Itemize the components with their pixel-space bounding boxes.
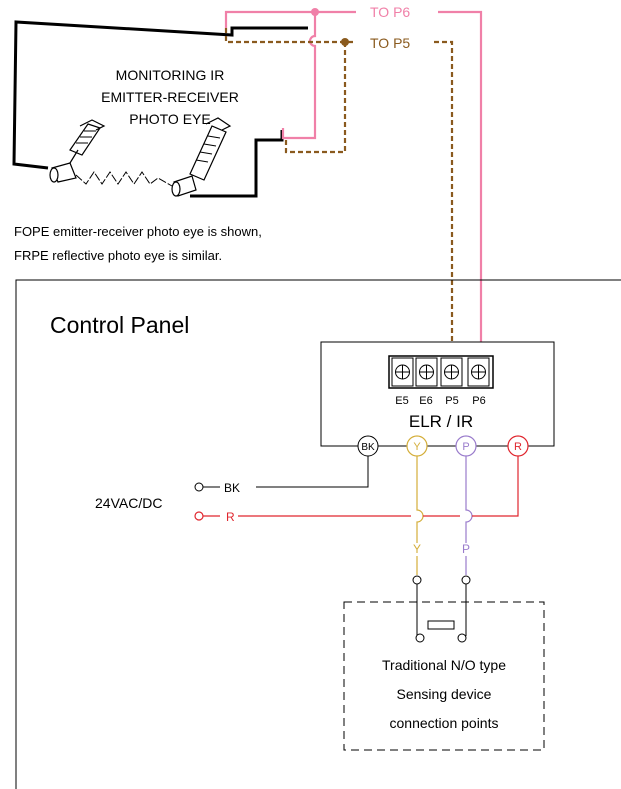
photo-eye-label-3: PHOTO EYE xyxy=(129,111,210,127)
brown-wire-riser xyxy=(284,42,347,154)
pink-wire-to-panel xyxy=(438,10,483,378)
to-p6-label: TO P6 xyxy=(370,4,410,20)
pink-wire-riser xyxy=(281,12,317,140)
control-panel-border xyxy=(15,279,621,789)
terminal-e5 xyxy=(391,357,414,387)
power-terminal-r[interactable] xyxy=(194,511,204,521)
photo-eye-label-1: MONITORING IR xyxy=(116,67,225,83)
terminal-p6 xyxy=(467,357,490,387)
ir-beam xyxy=(75,171,173,187)
connector-r-label: R xyxy=(514,441,522,453)
brown-junction-dot xyxy=(341,38,349,46)
terminal-label-e6: E6 xyxy=(419,395,432,407)
terminal-label-e5: E5 xyxy=(395,395,408,407)
connector-y-label: Y xyxy=(413,441,421,453)
photo-eye-outline xyxy=(12,20,308,170)
bk-lead xyxy=(256,456,369,488)
normally-open-switch-icon xyxy=(415,584,467,643)
power-terminal-bk[interactable] xyxy=(194,482,204,492)
emitter-icon xyxy=(49,119,106,183)
device-wire-y-label: Y xyxy=(413,542,421,556)
connector-bk-label: BK xyxy=(361,442,375,453)
connector-p-label: P xyxy=(462,441,469,453)
sensing-device-box xyxy=(343,601,545,751)
note-line-2: FRPE reflective photo eye is similar. xyxy=(14,248,222,263)
note-line-1: FOPE emitter-receiver photo eye is shown… xyxy=(14,224,262,239)
sensing-device-line-1: Traditional N/O type xyxy=(382,657,506,673)
brown-wire-top xyxy=(224,28,356,44)
receiver-icon xyxy=(171,117,232,197)
terminal-block xyxy=(388,355,494,389)
device-terminal-p[interactable] xyxy=(461,575,471,585)
power-label: 24VAC/DC xyxy=(95,495,162,511)
connector-p xyxy=(455,435,477,457)
connector-bk xyxy=(357,435,379,457)
pink-wire-top xyxy=(224,10,356,28)
terminal-e6 xyxy=(415,357,438,387)
to-p5-label: TO P5 xyxy=(370,35,410,51)
power-bk-label: BK xyxy=(224,481,240,495)
connector-r xyxy=(507,435,529,457)
y-lead xyxy=(416,456,424,575)
power-r-label: R xyxy=(226,510,235,524)
module-name: ELR / IR xyxy=(409,412,473,431)
control-panel-title: Control Panel xyxy=(50,312,189,338)
brown-wire-to-panel xyxy=(434,40,454,378)
sensing-device-line-3: connection points xyxy=(390,715,499,731)
connector-y xyxy=(406,435,428,457)
p-lead xyxy=(465,456,473,575)
pink-junction-dot xyxy=(311,8,319,16)
photo-eye-label-2: EMITTER-RECEIVER xyxy=(101,89,239,105)
terminal-label-p6: P6 xyxy=(472,395,485,407)
sensing-device-line-2: Sensing device xyxy=(397,686,492,702)
terminal-p5 xyxy=(440,357,463,387)
r-lead xyxy=(238,456,519,517)
device-terminal-y[interactable] xyxy=(412,575,422,585)
device-wire-p-label: P xyxy=(462,542,470,556)
terminal-label-p5: P5 xyxy=(445,395,458,407)
